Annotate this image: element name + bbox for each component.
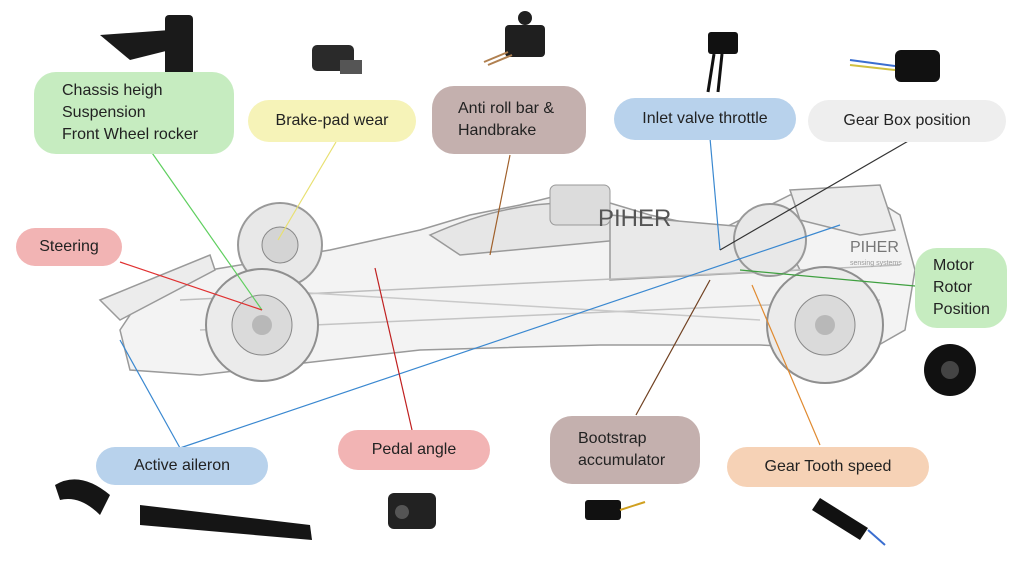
rear-wing <box>788 184 896 236</box>
anti-roll-leader <box>489 154 511 256</box>
bootstrap-leader <box>635 279 711 416</box>
label-chassis-text: Chassis heigh Suspension Front Wheel roc… <box>62 82 199 143</box>
label-steering-text: Steering <box>39 238 99 255</box>
inlet-valve-leader <box>709 137 721 251</box>
sensor-pedal-angle-icon <box>388 493 436 529</box>
gear-box-leader <box>719 139 911 251</box>
sensor-active-aileron-icon <box>55 479 312 540</box>
label-active-aileron: Active aileron <box>96 447 268 485</box>
sensor-bootstrap-icon <box>585 500 646 520</box>
label-pedal-angle: Pedal angle <box>338 430 490 470</box>
motor-rotor-leader <box>739 269 916 287</box>
brake-pad-leader <box>277 141 337 241</box>
rear-brand-text: PIHER <box>850 239 899 256</box>
label-gear-tooth-text: Gear Tooth speed <box>764 458 892 475</box>
label-anti-roll-text: Anti roll bar & Handbrake <box>458 100 555 139</box>
air-intake <box>549 184 611 226</box>
sensor-gear-tooth-icon <box>812 498 886 546</box>
sensor-anti-roll-icon <box>483 11 545 66</box>
label-anti-roll: Anti roll bar & Handbrake <box>432 86 586 154</box>
label-brake-pad-text: Brake-pad wear <box>275 112 389 129</box>
sensor-gear-box-icon <box>849 50 940 82</box>
rear-upper-wheel <box>733 203 807 277</box>
sensor-motor-rotor-icon <box>924 344 976 396</box>
label-motor-rotor-text: Motor Rotor Position <box>933 257 990 318</box>
label-motor-rotor: Motor Rotor Position <box>915 248 1007 328</box>
label-inlet-valve: Inlet valve throttle <box>614 98 796 140</box>
label-bootstrap-text: Bootstrap accumulator <box>578 430 666 469</box>
label-chassis: Chassis heigh Suspension Front Wheel roc… <box>34 72 234 154</box>
sensor-brake-pad-icon <box>312 45 362 74</box>
gear-tooth-leader <box>751 284 821 446</box>
label-active-aileron-text: Active aileron <box>133 457 231 474</box>
active-aileron-leader-2 <box>179 224 841 449</box>
label-bootstrap: Bootstrap accumulator <box>550 416 700 484</box>
active-aileron-leader-1 <box>119 339 181 449</box>
chassis-leader <box>149 149 263 311</box>
label-gear-box-text: Gear Box position <box>843 112 971 129</box>
label-pedal-angle-text: Pedal angle <box>371 441 457 458</box>
sensor-inlet-valve-icon <box>706 32 738 93</box>
label-brake-pad: Brake-pad wear <box>248 100 416 142</box>
label-gear-box: Gear Box position <box>808 100 1006 142</box>
sensor-chassis-icon <box>100 15 193 80</box>
car-brand-text: PIHER <box>598 205 671 232</box>
rear-wheel <box>766 266 884 384</box>
label-gear-tooth: Gear Tooth speed <box>727 447 929 487</box>
leader-lines <box>119 137 916 449</box>
steering-leader <box>119 261 263 311</box>
front-wing <box>98 254 216 321</box>
label-steering: Steering <box>16 228 122 266</box>
label-inlet-valve-text: Inlet valve throttle <box>642 110 768 127</box>
front-wheel <box>205 268 319 382</box>
pedal-angle-leader <box>374 267 413 431</box>
front-rear-upper-wheel <box>237 202 323 288</box>
rear-brand-subtext: sensing systems <box>850 260 902 267</box>
